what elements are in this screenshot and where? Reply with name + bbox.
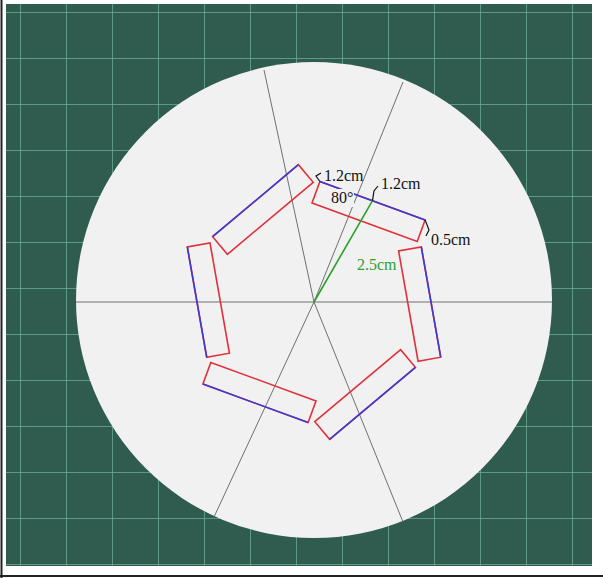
radius-dimension: 2.5cm [356, 256, 398, 274]
paper-disc [76, 62, 552, 538]
length-dimension: 1.2cm [380, 175, 422, 193]
radius-line [314, 201, 373, 302]
frame-line [0, 575, 603, 577]
angle-dimension: 80° [330, 189, 354, 207]
length-dimension: 1.2cm [323, 167, 365, 185]
cutting-mat [6, 4, 592, 566]
length-dimension: 0.5cm [430, 231, 472, 249]
spoke-lines [76, 70, 552, 522]
slit-rectangles [187, 165, 440, 440]
frame-line [1, 0, 3, 578]
